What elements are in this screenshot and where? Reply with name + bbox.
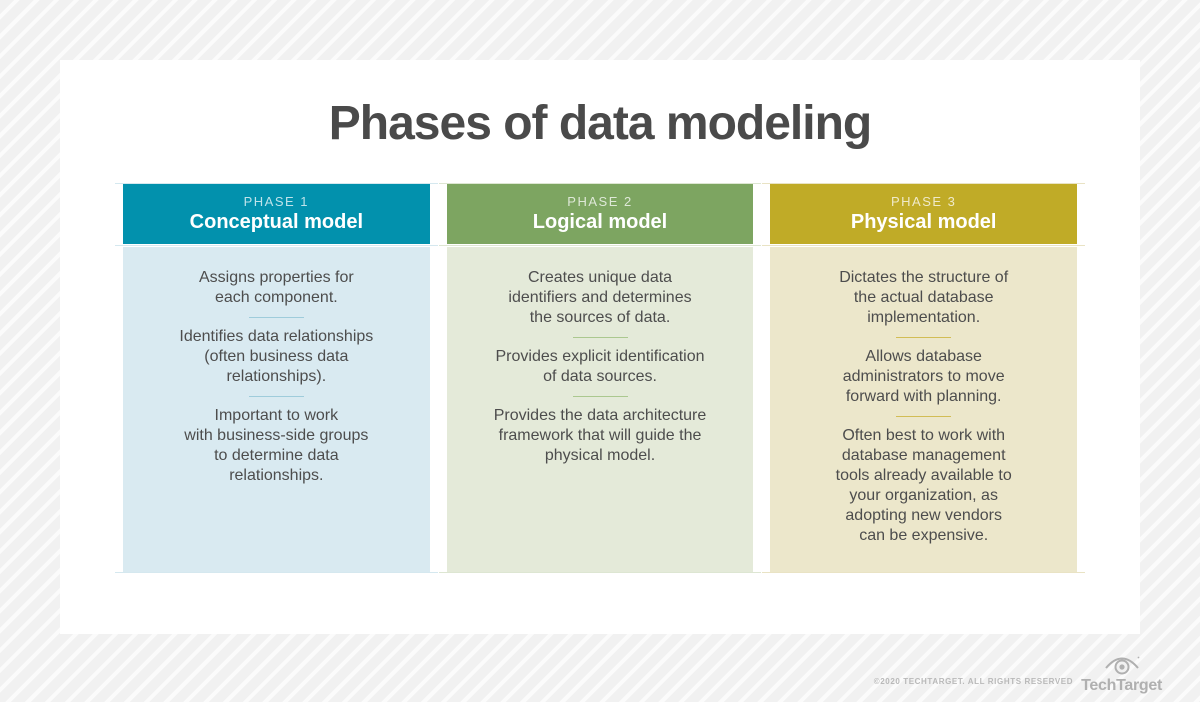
phases-table: PHASE 1 Conceptual model Assigns propert…: [115, 183, 1086, 573]
phase-1-header: PHASE 1 Conceptual model: [123, 184, 430, 244]
page-title: Phases of data modeling: [328, 97, 872, 150]
phase-1-item: Assigns properties for each component.: [198, 269, 354, 306]
column-header-rule: [762, 245, 1086, 246]
column-header-rule: [438, 245, 762, 246]
phase-1-item: Important to work with business-side gro…: [184, 407, 369, 484]
phase-2-item: Provides the data architecture framework…: [493, 407, 707, 464]
phase-3-item: Dictates the structure of the actual dat…: [839, 269, 1009, 326]
phase-3-label: PHASE 3: [890, 194, 957, 209]
column-top-rule: [115, 183, 438, 184]
phase-1-label: PHASE 1: [243, 194, 310, 209]
phase-1-title: Conceptual model: [189, 211, 364, 233]
phase-1-item: Identifies data relationships (often bus…: [179, 328, 374, 385]
phase-3-title: Physical model: [850, 211, 997, 233]
phase-3-header: PHASE 3 Physical model: [770, 184, 1078, 244]
phase-2-title: Logical model: [532, 211, 668, 233]
phase-2-item: Creates unique data identifiers and dete…: [508, 269, 692, 326]
column-bottom-rule: [762, 572, 1086, 573]
techtarget-logo: TechTarget: [1081, 655, 1162, 694]
phase-2-header: PHASE 2 Logical model: [446, 184, 754, 244]
techtarget-wordmark: TechTarget: [1081, 677, 1162, 694]
phase-2-column: PHASE 2 Logical model Creates unique dat…: [438, 183, 762, 573]
phase-1-body: Assigns properties for each component. I…: [123, 247, 430, 572]
item-divider: [248, 396, 304, 397]
column-bottom-rule: [438, 572, 762, 573]
content-card: Phases of data modeling PHASE 1 Conceptu…: [60, 60, 1140, 634]
column-bottom-rule: [115, 572, 438, 573]
phase-2-body: Creates unique data identifiers and dete…: [446, 247, 754, 572]
phase-columns: PHASE 1 Conceptual model Assigns propert…: [115, 183, 1086, 573]
item-divider: [572, 337, 628, 338]
phase-1-column: PHASE 1 Conceptual model Assigns propert…: [115, 183, 438, 573]
phase-2-item: Provides explicit identification of data…: [495, 348, 705, 385]
column-top-rule: [438, 183, 762, 184]
phase-3-item: Allows database administrators to move f…: [842, 348, 1005, 405]
footer: ©2020 TECHTARGET. ALL RIGHTS RESERVED Te…: [874, 654, 1162, 694]
item-divider: [248, 317, 304, 318]
eye-icon: [1104, 655, 1140, 680]
phase-3-item: Often best to work with database managem…: [835, 427, 1012, 544]
phase-3-body: Dictates the structure of the actual dat…: [770, 247, 1078, 572]
phase-3-column: PHASE 3 Physical model Dictates the stru…: [762, 183, 1086, 573]
item-divider: [896, 416, 952, 417]
column-top-rule: [762, 183, 1086, 184]
copyright-text: ©2020 TECHTARGET. ALL RIGHTS RESERVED: [873, 677, 1074, 686]
item-divider: [896, 337, 952, 338]
column-header-rule: [115, 245, 438, 246]
phase-2-label: PHASE 2: [567, 194, 633, 209]
item-divider: [572, 396, 628, 397]
